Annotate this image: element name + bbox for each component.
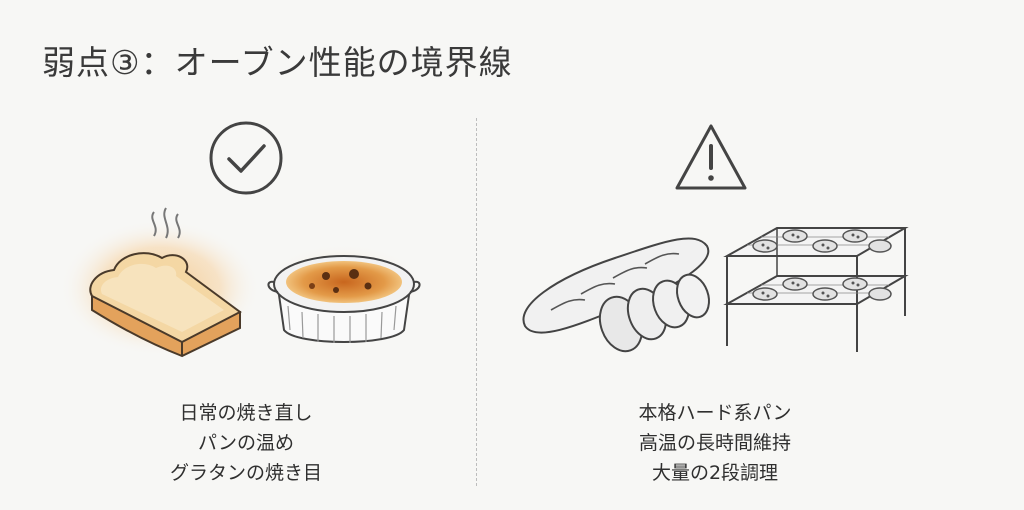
caption-line: パンの温め xyxy=(198,432,294,454)
two-tier-rack-image xyxy=(723,227,909,352)
page-title: 弱点③：オーブン性能の境界線 xyxy=(42,43,513,82)
bread-and-rack-illustration xyxy=(522,227,909,353)
warning-triangle-icon xyxy=(675,124,747,190)
caption-line: 高温の長時間維持 xyxy=(638,432,791,454)
caption-line: グラタンの焼き目 xyxy=(169,462,322,484)
toast-and-gratin-illustration xyxy=(60,207,424,358)
suitable-panel: 日常の焼き直し パンの温め グラタンの焼き目 xyxy=(26,118,466,498)
caption-line: 日常の焼き直し xyxy=(179,402,313,424)
check-circle-icon xyxy=(209,121,283,195)
toast-image xyxy=(60,207,260,358)
center-divider xyxy=(476,118,477,486)
caption-line: 本格ハード系パン xyxy=(638,402,792,424)
caption-line: 大量の2段調理 xyxy=(651,462,779,484)
suitable-uses-list: 日常の焼き直し パンの温め グラタンの焼き目 xyxy=(26,398,466,488)
limitation-panel: 本格ハード系パン 高温の長時間維持 大量の2段調理 xyxy=(495,118,935,498)
baguette-image xyxy=(522,237,710,353)
gratin-image xyxy=(264,244,424,343)
limitation-list: 本格ハード系パン 高温の長時間維持 大量の2段調理 xyxy=(495,398,935,488)
